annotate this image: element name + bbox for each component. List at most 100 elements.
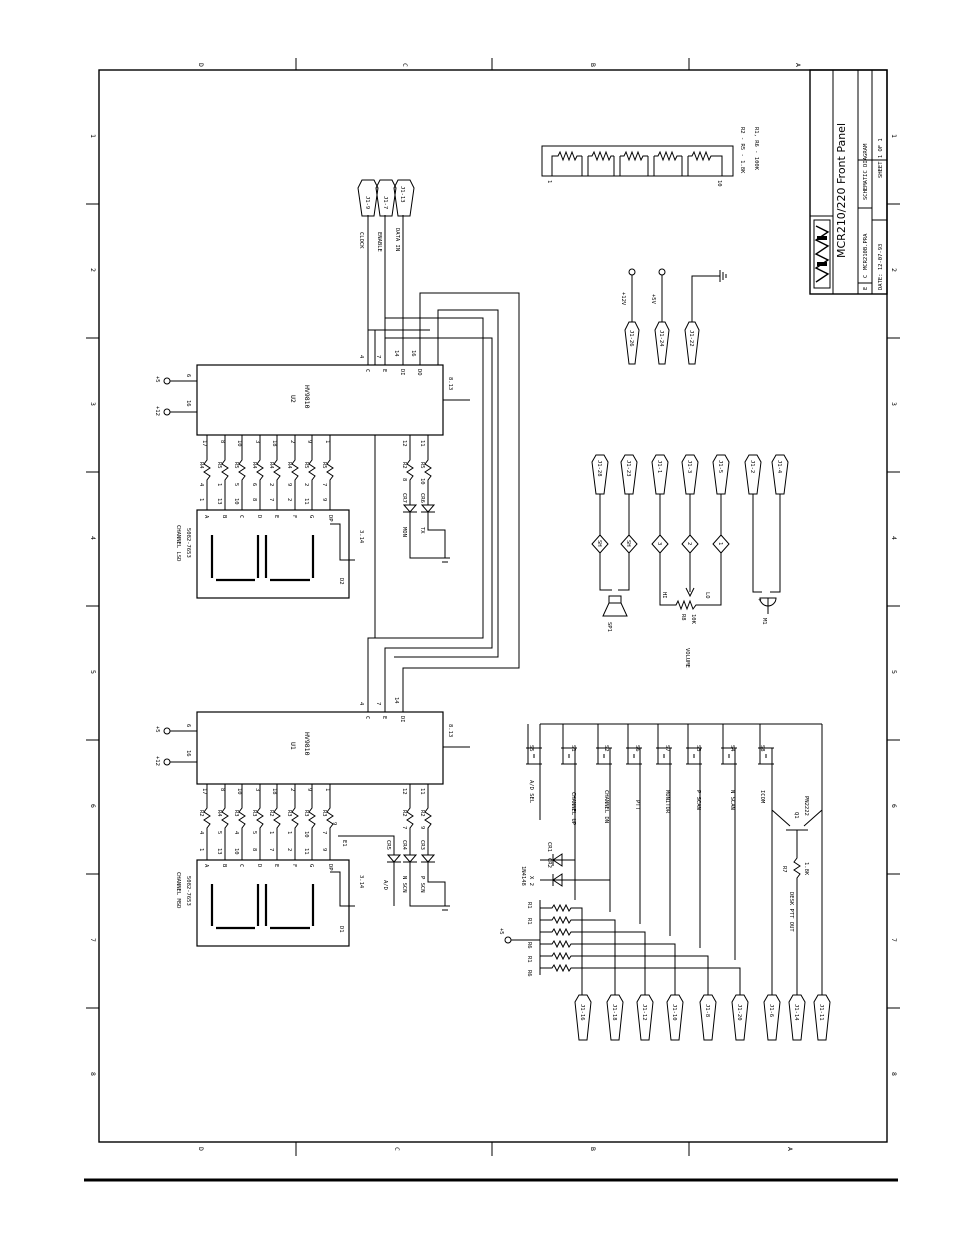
svg-text:+: +: [756, 598, 762, 602]
zone-bottom-b: B: [589, 1147, 597, 1151]
svg-text:7: 7: [375, 355, 381, 358]
svg-text:R5: R5: [419, 462, 425, 469]
svg-text:J1-23: J1-23: [625, 460, 631, 477]
svg-text:12: 12: [401, 440, 407, 447]
svg-text:7: 7: [401, 826, 407, 829]
svg-text:R1: R1: [526, 956, 532, 963]
svg-text:X 2: X 2: [528, 876, 534, 886]
svg-text:1: 1: [324, 788, 330, 791]
power-5v: +5V J1-24: [650, 268, 670, 365]
drawing-size: E: [863, 287, 869, 290]
net-clock: J1-9 CLOCK: [357, 179, 379, 249]
svg-text:8: 8: [401, 478, 407, 481]
zone-bottom-a: A: [786, 1147, 794, 1151]
svg-text:5: 5: [890, 670, 898, 674]
svg-text:+5: +5: [154, 726, 160, 733]
svg-text:CR7: CR7: [401, 493, 407, 503]
svg-text:SH: SH: [625, 540, 631, 547]
svg-text:R1: R1: [526, 918, 532, 925]
svg-text:ICOM: ICOM: [759, 790, 765, 804]
svg-text:4: 4: [198, 831, 204, 835]
svg-text:E: E: [273, 515, 279, 518]
svg-text:J1-16: J1-16: [579, 1004, 585, 1021]
zone-side-left: 1 2 3 4 5 6 7 8: [89, 134, 97, 1076]
svg-text:J1-6: J1-6: [768, 1004, 774, 1017]
svg-text:5082-7653: 5082-7653: [185, 876, 191, 906]
svg-text:J1-9: J1-9: [364, 196, 370, 209]
svg-text:CR4: CR4: [401, 840, 407, 851]
svg-text:9: 9: [321, 498, 327, 501]
svg-text:7: 7: [89, 938, 97, 942]
svg-text:E: E: [381, 716, 387, 719]
svg-text:10K: 10K: [690, 614, 696, 625]
svg-text:R2: R2: [401, 810, 407, 817]
svg-text:J1-20: J1-20: [736, 1004, 742, 1021]
svg-text:DO: DO: [416, 369, 422, 376]
svg-text:C: C: [364, 369, 370, 372]
svg-text:1: 1: [890, 134, 898, 138]
audio-ports: J1-28 J1-23 J1-1 J1-3 J1-5 J1-2 J1-4: [591, 454, 789, 495]
svg-text:8: 8: [219, 788, 225, 791]
svg-text:11: 11: [303, 848, 309, 855]
svg-text:S2: S2: [603, 745, 609, 752]
drawing-file: MCR210B.PRA: [863, 233, 869, 270]
svg-text:E1: E1: [341, 840, 347, 847]
svg-text:6: 6: [89, 804, 97, 808]
svg-text:R6: R6: [526, 942, 532, 949]
svg-text:TX: TX: [419, 527, 425, 534]
svg-text:5: 5: [233, 483, 239, 486]
svg-text:R4: R4: [268, 462, 274, 469]
svg-text:HV9810: HV9810: [303, 385, 311, 409]
svg-text:16: 16: [410, 350, 416, 357]
svg-text:MONITOR: MONITOR: [664, 790, 670, 814]
svg-text:E: E: [273, 864, 279, 867]
svg-text:R1: R1: [526, 902, 532, 909]
svg-text:A/D SEL: A/D SEL: [528, 780, 534, 804]
drawing-sheet: SHEET 1 OF 1: [878, 138, 884, 178]
svg-text:7: 7: [321, 483, 327, 486]
svg-text:2: 2: [686, 542, 692, 545]
power-12v: +12V J1-26: [620, 268, 640, 365]
svg-text:J1-12: J1-12: [641, 1004, 647, 1021]
svg-text:5: 5: [251, 831, 257, 834]
transistor-q1: Q1 PN2222 R7 1.8K DESK PTT OUT: [771, 790, 823, 995]
svg-text:13: 13: [216, 498, 222, 505]
svg-text:CHANNEL UP: CHANNEL UP: [570, 792, 576, 826]
svg-text:8: 8: [89, 1072, 97, 1076]
svg-text:16: 16: [185, 750, 191, 757]
svg-text:DESK PTT OUT: DESK PTT OUT: [788, 892, 794, 932]
svg-text:R3: R3: [286, 810, 292, 817]
svg-text:4: 4: [89, 536, 97, 540]
drawing-rev: C: [863, 275, 869, 278]
zone-top-d: D: [197, 63, 205, 67]
svg-text:5082-7653: 5082-7653: [185, 528, 191, 558]
zone-top-b: B: [589, 63, 597, 67]
svg-text:J1-1: J1-1: [656, 460, 662, 473]
svg-text:10: 10: [419, 478, 425, 485]
svg-text:+12: +12: [154, 756, 160, 766]
svg-text:R3: R3: [233, 810, 239, 817]
svg-text:VOLUME: VOLUME: [684, 648, 690, 668]
resistor-pack: 1 10 R2 - R5 - 1.8K R1, R6 - 100K: [541, 127, 759, 187]
svg-text:7: 7: [268, 498, 274, 501]
svg-text:4: 4: [358, 702, 364, 706]
svg-text:P SCAN: P SCAN: [695, 790, 701, 810]
svg-text:C: C: [364, 716, 370, 719]
svg-text:3: 3: [656, 542, 662, 545]
svg-text:10: 10: [236, 788, 242, 795]
svg-text:LO: LO: [704, 592, 710, 599]
svg-text:9: 9: [306, 440, 312, 443]
svg-text:8: 8: [251, 498, 257, 501]
svg-text:1: 1: [198, 498, 204, 501]
svg-text:D1: D1: [338, 926, 344, 933]
zone-bottom-d: D: [197, 1147, 205, 1151]
svg-text:R1, R6 - 100K: R1, R6 - 100K: [753, 127, 759, 171]
svg-text:1.8K: 1.8K: [803, 862, 809, 876]
drawing-title: MCR210/220 Front Panel: [835, 123, 848, 258]
svg-text:J1-2: J1-2: [749, 460, 755, 473]
svg-text:CR5: CR5: [385, 840, 391, 850]
svg-text:1: 1: [89, 134, 97, 138]
svg-text:6: 6: [251, 483, 257, 486]
svg-text:9: 9: [321, 848, 327, 851]
